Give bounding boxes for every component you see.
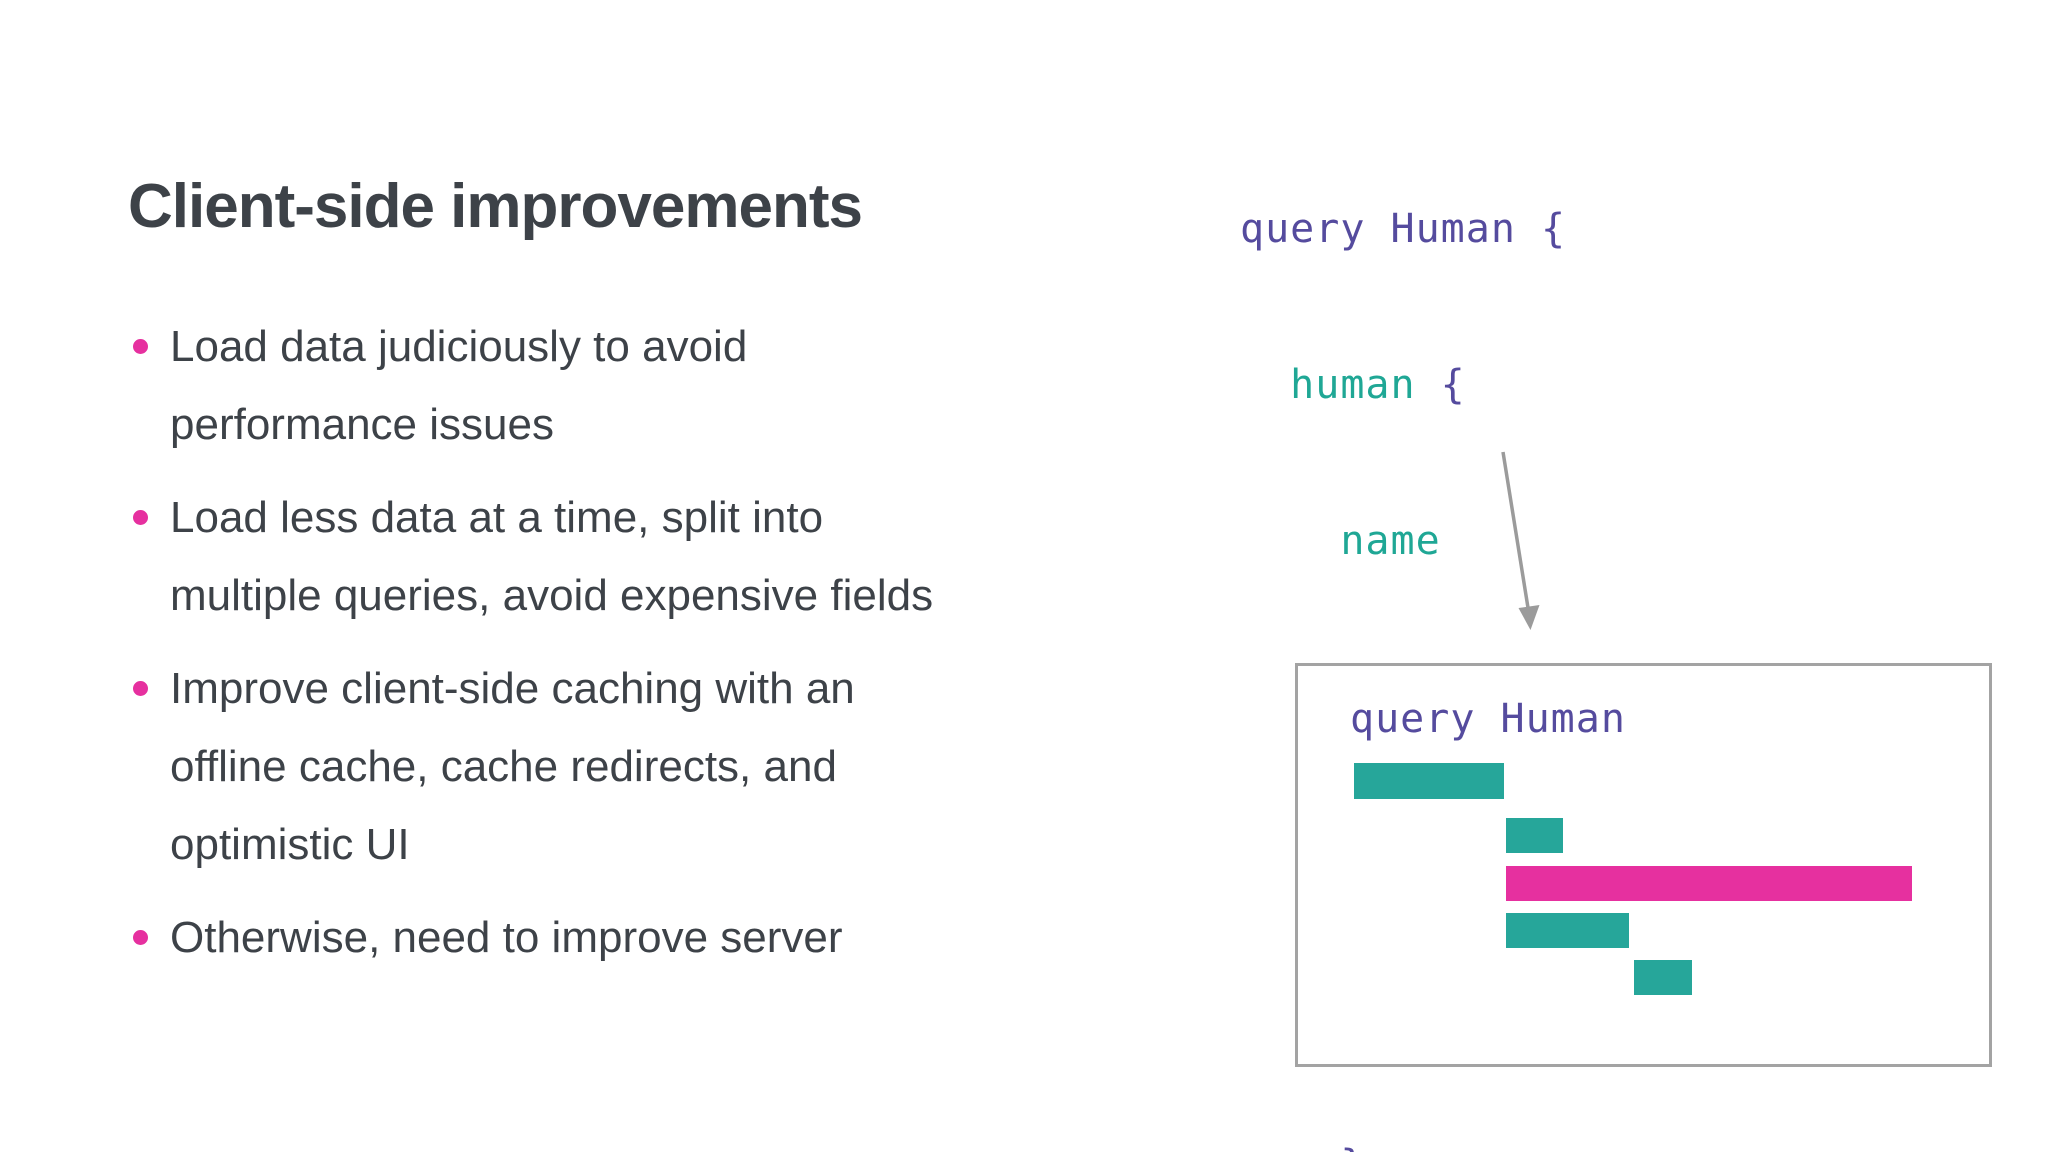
bullet-text: Improve client-side caching with an offli… (170, 650, 855, 884)
list-item: Improve client-side caching with an offli… (133, 650, 1093, 884)
code-line: name (1240, 515, 1566, 567)
bullet-line: Load less data at a time, split into (170, 493, 824, 542)
bullet-text: Load less data at a time, split into mult… (170, 479, 933, 635)
list-item: Load data judiciously to avoid performanc… (133, 308, 1093, 464)
bullet-line: multiple queries, avoid expensive fields (170, 571, 934, 620)
code-token: name (1240, 518, 1441, 564)
bullet-list: Load data judiciously to avoid performanc… (133, 308, 1093, 992)
list-item: Load less data at a time, split into mult… (133, 479, 1093, 635)
bullet-dot-icon (133, 681, 148, 696)
code-token: human (1240, 362, 1441, 408)
gantt-bars (1298, 666, 1989, 1064)
bullet-line: Otherwise, need to improve server (170, 913, 843, 962)
code-line: human { (1240, 359, 1566, 411)
gantt-bar (1634, 960, 1692, 995)
gantt-bar (1506, 818, 1563, 853)
bullet-text: Otherwise, need to improve server (170, 899, 843, 977)
page-title: Client-side improvements (128, 172, 863, 241)
bullet-dot-icon (133, 510, 148, 525)
bullet-dot-icon (133, 339, 148, 354)
gantt-bar (1354, 763, 1504, 799)
gantt-bar (1506, 913, 1629, 948)
bullet-line: optimistic UI (170, 820, 410, 869)
query-timeline-box: query Human (1295, 663, 1992, 1067)
gantt-title: query Human (1350, 696, 1626, 742)
bullet-line: offline cache, cache redirects, and (170, 742, 837, 791)
code-token: query Human { (1240, 206, 1567, 252)
arrow-down-icon (1501, 451, 1540, 630)
bullet-text: Load data judiciously to avoid performanc… (170, 308, 747, 464)
bullet-dot-icon (133, 930, 148, 945)
bullet-line: Load data judiciously to avoid (170, 322, 748, 371)
bullet-line: Improve client-side caching with an (170, 664, 855, 713)
bullet-line: performance issues (170, 400, 554, 449)
gantt-bar (1506, 866, 1912, 901)
code-line: query Human { (1240, 203, 1566, 255)
code-token: } (1240, 1142, 1365, 1152)
code-line: } (1240, 1139, 1566, 1152)
code-token: { (1440, 362, 1466, 408)
list-item: Otherwise, need to improve server (133, 899, 1093, 977)
